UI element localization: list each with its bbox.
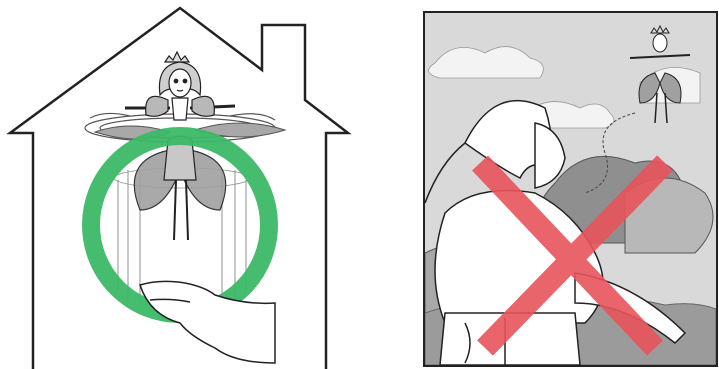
outdoor-chase-illustration (425, 13, 716, 365)
outdoor-use-panel (423, 11, 718, 367)
house-indoor-illustration (0, 0, 360, 369)
hand-illustration (140, 281, 275, 363)
indoor-use-panel (0, 0, 360, 369)
